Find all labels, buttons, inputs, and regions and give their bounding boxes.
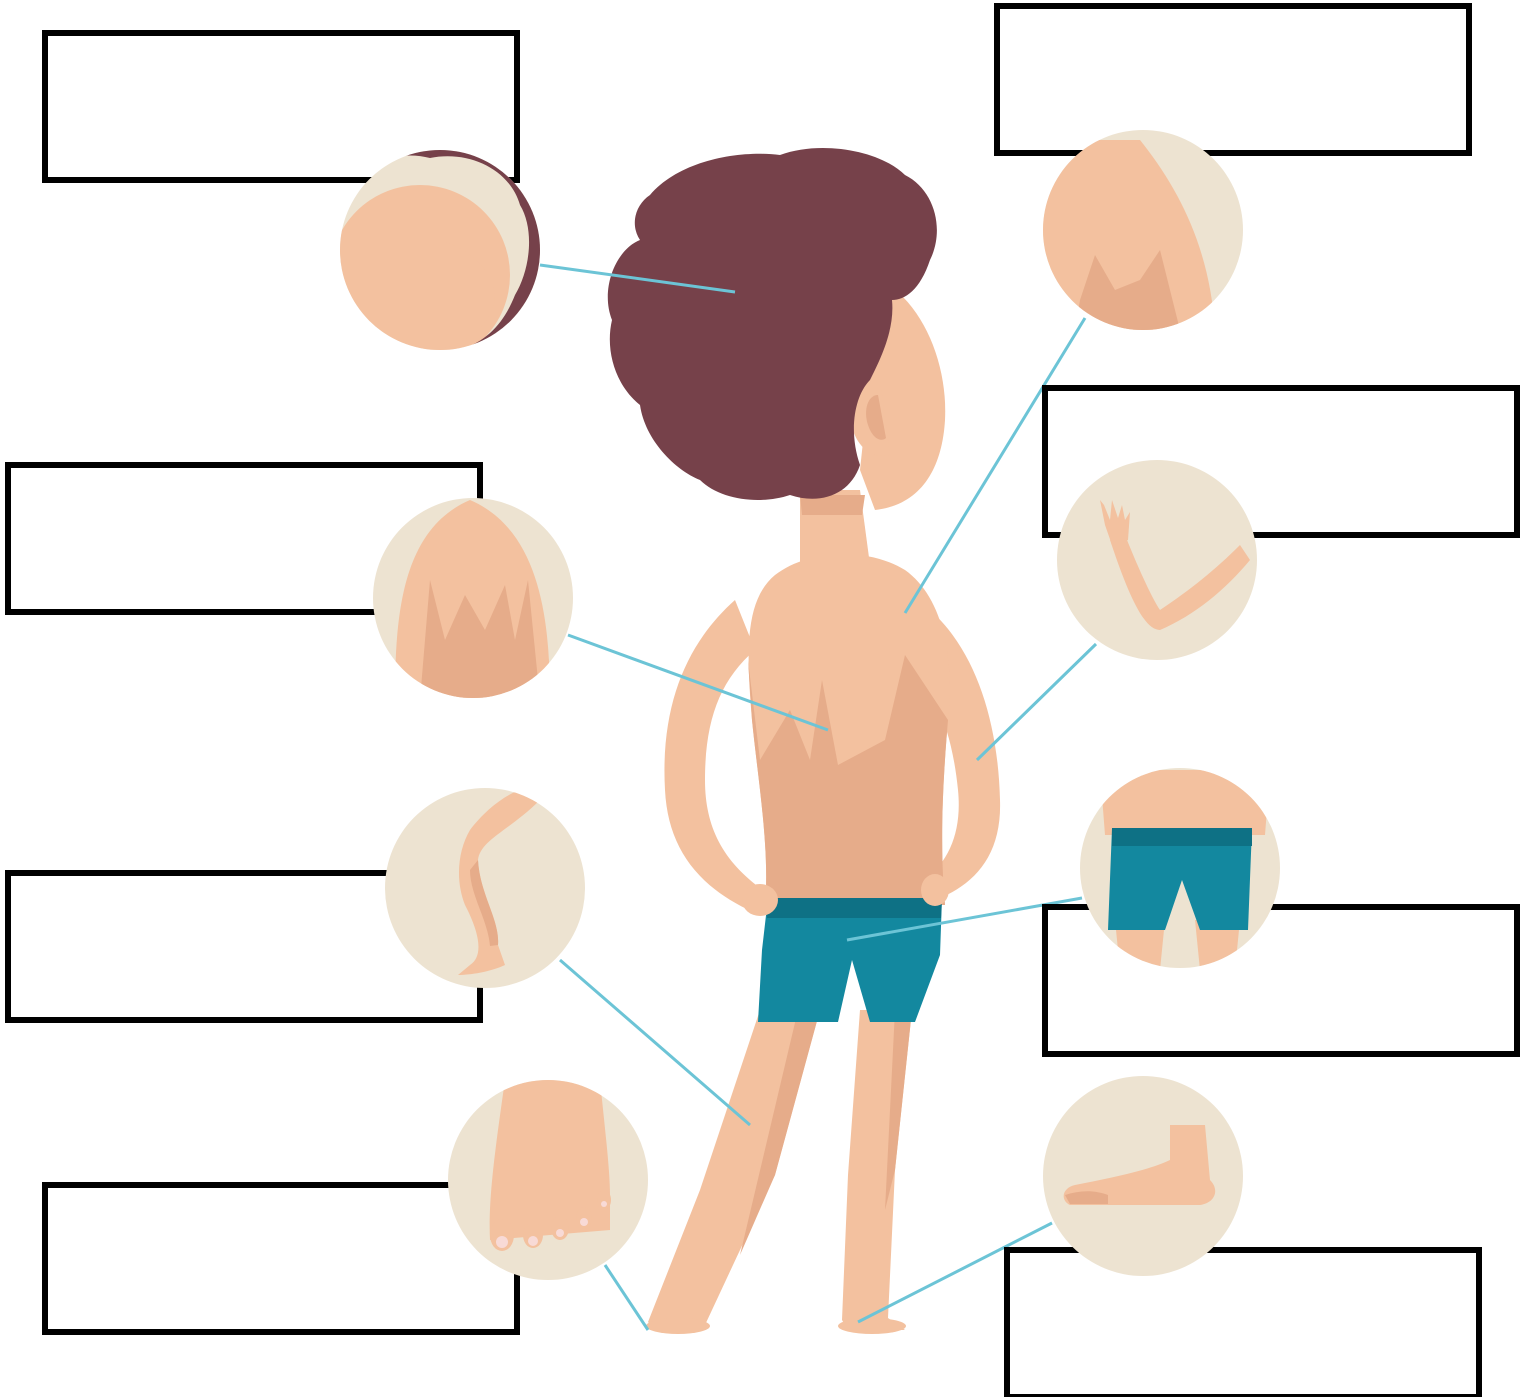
detail-circle-foot <box>1043 1076 1243 1276</box>
label-box-toes[interactable] <box>45 1185 517 1332</box>
foot-top <box>490 1080 610 1240</box>
detail-circle-shoulder <box>1040 130 1243 330</box>
label-head[interactable] <box>45 33 517 180</box>
line-arm <box>977 644 1096 760</box>
left-heel <box>646 1318 710 1334</box>
detail-circle-arm <box>1057 460 1257 660</box>
line-toes <box>605 1265 648 1330</box>
right-heel <box>838 1318 906 1334</box>
label-box-shoulder[interactable] <box>997 6 1469 153</box>
boy-figure <box>608 148 1000 1334</box>
label-box-foot[interactable] <box>1007 1250 1479 1397</box>
shorts-waistband <box>767 898 942 918</box>
detail-circle-back <box>373 498 573 700</box>
detail-circle-knee <box>385 788 585 988</box>
detail-circle-toes <box>448 1080 648 1280</box>
